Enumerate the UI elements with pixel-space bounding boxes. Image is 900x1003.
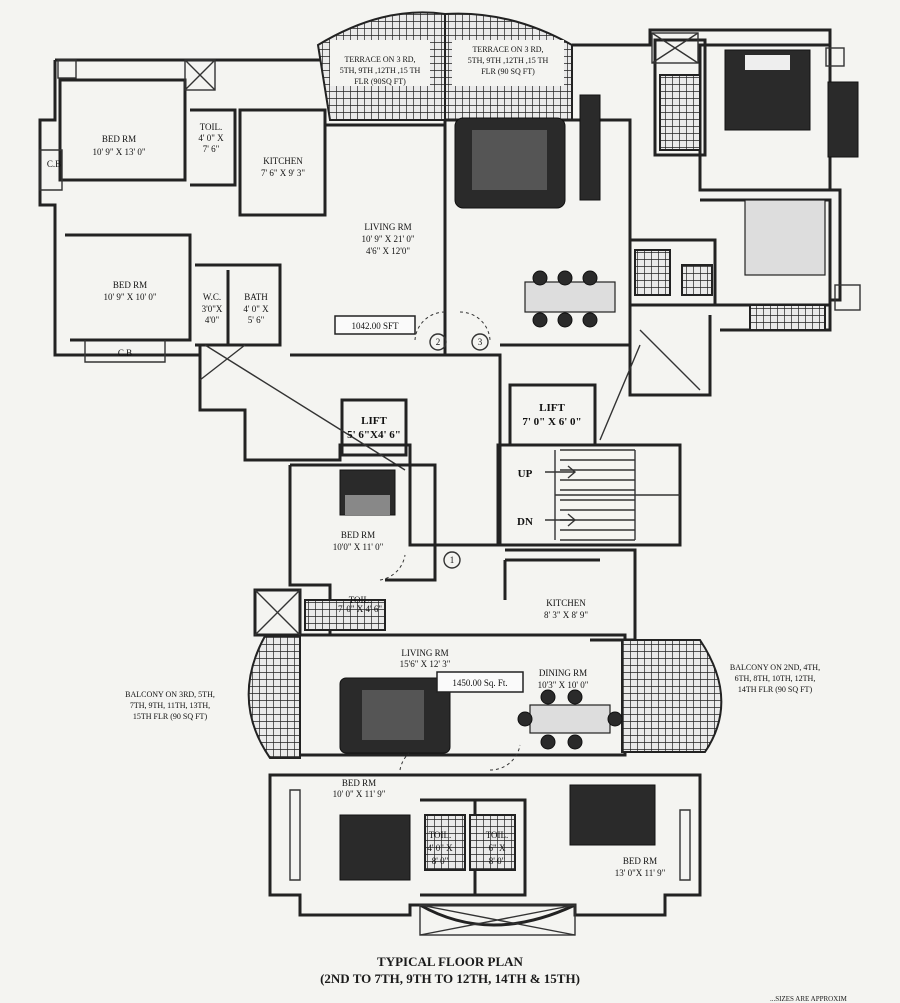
upper-area: 1042.00 SFT xyxy=(351,321,399,331)
marker-2-num: 2 xyxy=(436,337,441,347)
bed-right-mid xyxy=(744,199,826,276)
terrace-left-l2: 5TH, 9TH ,12TH ,15 TH xyxy=(340,66,421,75)
bed-top-name: BED RM xyxy=(341,530,375,540)
lower-area: 1450.00 Sq. Ft. xyxy=(452,678,507,688)
toil-a-name: TOIL. xyxy=(429,830,452,840)
lift1-name: LIFT xyxy=(361,415,387,427)
toilet-size2: 7' 6" xyxy=(203,144,220,154)
kitchen-counter-right xyxy=(579,94,601,201)
cb-left: C.B xyxy=(47,159,61,169)
kitchen-lower-name: KITCHEN xyxy=(546,598,586,608)
terrace-left-l1: TERRACE ON 3 RD, xyxy=(344,55,415,64)
bed-left-lower xyxy=(339,814,411,881)
toilet-name: TOIL. xyxy=(200,122,223,132)
living-lower-name: LIVING RM xyxy=(401,648,448,658)
balcony-right-l3: 14TH FLR (90 SQ FT) xyxy=(738,685,813,694)
toilet-top-name: TOIL. xyxy=(349,595,372,605)
cb-bottom: C.B xyxy=(118,348,132,358)
bed-right-size: 13' 0"X 11' 9" xyxy=(615,868,666,878)
toilet-right-floor xyxy=(659,74,701,151)
toilet-top-size: 7' 0" X 4' 6" xyxy=(338,604,382,614)
lift2-name: LIFT xyxy=(539,402,565,414)
balcony-right-l1: BALCONY ON 2ND, 4TH, xyxy=(730,663,820,672)
wardrobe-right xyxy=(827,81,859,158)
lift-2 xyxy=(508,383,597,447)
bath-name: BATH xyxy=(244,292,268,302)
duct-box-right xyxy=(651,32,699,64)
terrace-left-l3: FLR (90SQ FT) xyxy=(354,77,406,86)
wc-size2: 4'0" xyxy=(205,315,220,325)
core: LIFT 5' 6"X4' 6" LIFT 7' 0" X 6' 0" UP D… xyxy=(198,311,712,569)
bath-size1: 4' 0" X xyxy=(243,304,269,314)
balcony-right-l2: 6TH, 8TH, 10TH, 12TH, xyxy=(735,674,816,683)
lift-1 xyxy=(340,398,408,457)
toil-a-size2: 8' 0" xyxy=(432,856,449,866)
terrace-right-l3: FLR (90 SQ FT) xyxy=(481,67,535,76)
cupboard-left xyxy=(39,149,63,191)
toil-b-name: TOIL. xyxy=(486,830,509,840)
cupboard-bottom xyxy=(84,340,166,363)
upper-unit: BED RM 10' 9" X 13' 0" BED RM 10' 9" X 1… xyxy=(38,11,861,363)
living-lower-size: 15'6" X 12' 3" xyxy=(400,659,451,669)
balcony-right xyxy=(621,639,723,753)
dining-size: 10'3" X 10' 0" xyxy=(538,680,589,690)
kitchen-name: KITCHEN xyxy=(263,156,303,166)
toil-b-size2: 8' 0" xyxy=(489,856,506,866)
bed1-size: 10' 9" X 13' 0" xyxy=(92,147,145,157)
plan-title: TYPICAL FLOOR PLAN (2ND TO 7TH, 9TH TO 1… xyxy=(0,953,900,987)
bed2-size: 10' 9" X 10' 0" xyxy=(103,292,156,302)
stair-up: UP xyxy=(518,468,533,480)
marker-1 xyxy=(443,551,461,569)
living-size1: 10' 9" X 21' 0" xyxy=(361,234,414,244)
lift2-size: 7' 0" X 6' 0" xyxy=(522,416,581,428)
duct-box xyxy=(184,59,216,91)
marker-3-num: 3 xyxy=(478,337,483,347)
toil-a-size1: 4' 0" X xyxy=(427,843,453,853)
plan-title-line2: (2ND TO 7TH, 9TH TO 12TH, 14TH & 15TH) xyxy=(320,971,580,986)
kitchen-size: 7' 6" X 9' 3" xyxy=(261,168,305,178)
stair-down: DN xyxy=(517,516,533,528)
kitchen-lower-size: 8' 3" X 8' 9" xyxy=(544,610,588,620)
bed1-name: BED RM xyxy=(102,134,136,144)
bed-room-1-walls xyxy=(58,78,187,182)
toilet-size1: 4' 0" X xyxy=(198,133,224,143)
marker-3 xyxy=(471,333,489,351)
dining-name: DINING RM xyxy=(539,668,587,678)
living-name: LIVING RM xyxy=(364,222,411,232)
balcony-left-l3: 15TH FLR (90 SQ FT) xyxy=(133,712,208,721)
lift1-size: 5' 6"X4' 6" xyxy=(347,429,401,441)
toil-b-size1: 6" X xyxy=(489,843,506,853)
bed2-name: BED RM xyxy=(113,280,147,290)
bed-right-lower xyxy=(569,784,656,846)
wc-size1: 3'0"X xyxy=(202,304,223,314)
terrace-right-l2: 5TH, 9TH ,12TH ,15 TH xyxy=(468,56,549,65)
lower-unit: BED RM 10'0" X 11' 0" TOIL. 7' 0" X 4' 6… xyxy=(125,463,820,936)
marker-1-num: 1 xyxy=(450,555,455,565)
plan-title-line1: TYPICAL FLOOR PLAN xyxy=(377,954,523,969)
footnote: ...SIZES ARE APPROXIM xyxy=(770,995,847,1003)
dining-table xyxy=(524,281,616,313)
bed-right-name: BED RM xyxy=(623,856,657,866)
bed-left-size: 10' 0" X 11' 9" xyxy=(333,789,386,799)
bed-top-size: 10'0" X 11' 0" xyxy=(333,542,384,552)
balcony-left xyxy=(247,635,301,759)
wc-name: W.C. xyxy=(203,292,221,302)
bath-size2: 5' 6" xyxy=(248,315,265,325)
dining-table-lower xyxy=(529,704,611,734)
living-size2: 4'6" X 12'0" xyxy=(366,246,410,256)
marker-2 xyxy=(429,333,447,351)
bed-left-name: BED RM xyxy=(342,778,376,788)
upper-area-box xyxy=(334,315,416,335)
terrace-right-l1: TERRACE ON 3 RD, xyxy=(472,45,543,54)
balcony-left-l1: BALCONY ON 3RD, 5TH, xyxy=(125,690,215,699)
lower-area-box xyxy=(436,671,524,693)
balcony-left-l2: 7TH, 9TH, 11TH, 13TH, xyxy=(130,701,210,710)
